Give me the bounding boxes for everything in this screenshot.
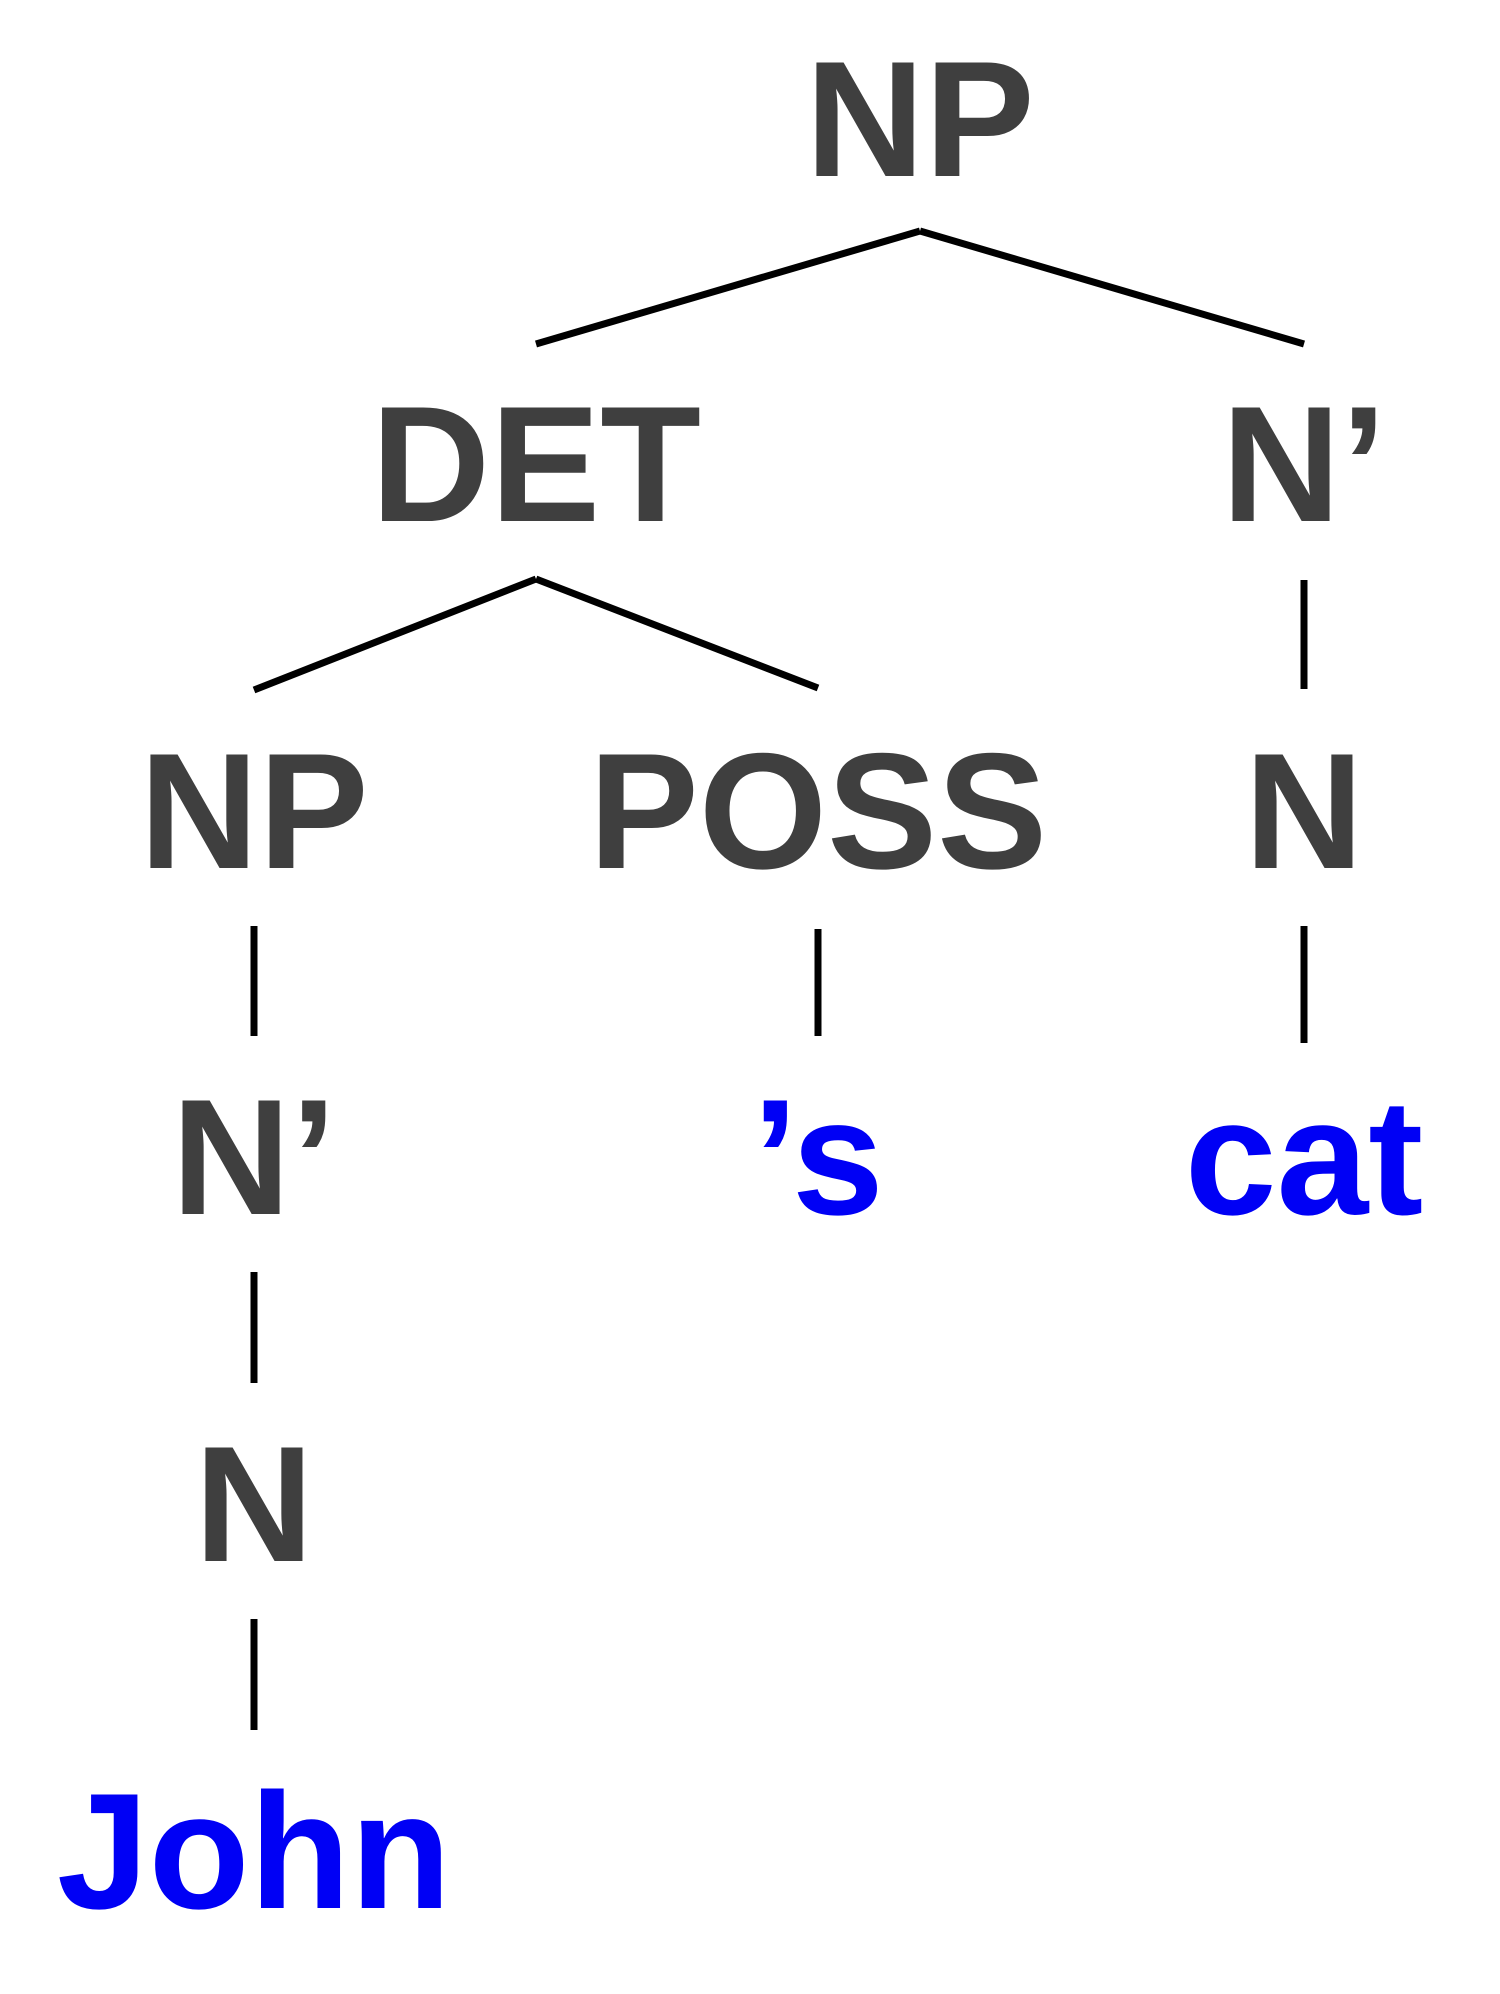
- node-poss: POSS: [589, 719, 1048, 903]
- tree-words: ’s cat John: [57, 1065, 1423, 1943]
- tree-nodes: NP DET N’ NP POSS N N’ N: [139, 27, 1386, 1596]
- node-np-root: NP: [805, 27, 1034, 211]
- node-det: DET: [371, 372, 701, 556]
- edge-np-det: [535, 227, 921, 348]
- word-cat: cat: [1185, 1065, 1423, 1249]
- word-poss-s: ’s: [752, 1065, 883, 1249]
- node-nbar-inner: N’: [172, 1065, 337, 1249]
- edge-det-poss: [534, 575, 820, 692]
- node-np-inner: NP: [139, 719, 368, 903]
- node-n-root: N: [1244, 719, 1363, 903]
- tree-edges: [250, 227, 1308, 1730]
- node-nbar-root: N’: [1222, 372, 1387, 556]
- edge-det-np: [252, 575, 538, 694]
- word-john: John: [57, 1759, 451, 1943]
- edge-np-nbar: [919, 227, 1305, 348]
- node-n-inner: N: [194, 1412, 313, 1596]
